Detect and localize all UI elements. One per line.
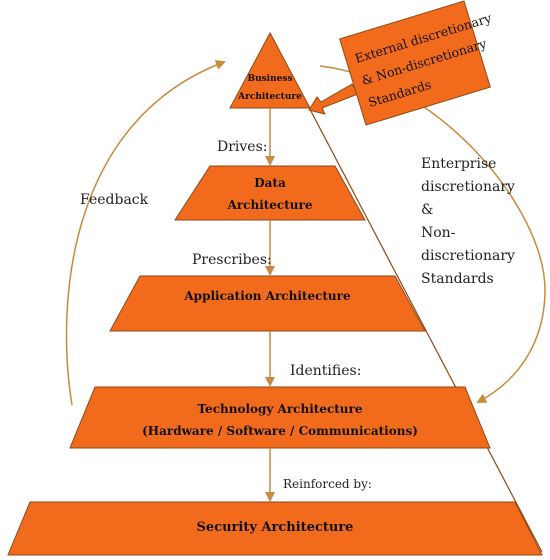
prescribes-label: Prescribes: [192, 252, 272, 268]
enterprise-line-2: discretionary [421, 179, 515, 195]
identifies-label: Identifies: [290, 363, 362, 379]
data-architecture-label: Data Architecture [210, 172, 330, 216]
feedback-arrow [65, 60, 226, 406]
security-architecture-label: Security Architecture [196, 520, 354, 535]
data-line-1: Data [254, 176, 286, 190]
reinforced-label: Reinforced by: [283, 477, 372, 491]
technology-line-2: (Hardware / Software / Communications) [142, 424, 418, 438]
business-line-2: Architecture [238, 92, 302, 102]
external-standards-box: External discretionary & Non-discretiona… [339, 0, 494, 126]
technology-architecture-shape [69, 386, 491, 449]
data-line-2: Architecture [227, 198, 313, 212]
business-architecture-label: Business Architecture [234, 70, 306, 106]
application-architecture-label: Application Architecture [184, 289, 351, 303]
technology-architecture-label: Technology Architecture (Hardware / Soft… [70, 398, 490, 442]
feedback-label: Feedback [80, 192, 149, 208]
enterprise-line-1: Enterprise [421, 156, 497, 172]
enterprise-line-4: Non-discretionary [421, 225, 515, 264]
business-line-1: Business [247, 74, 293, 84]
application-architecture-shape [109, 275, 426, 332]
pyramid-outline-right [269, 32, 543, 553]
external-standards-arrow [308, 83, 359, 115]
security-architecture-shape [7, 501, 543, 556]
technology-line-1: Technology Architecture [197, 402, 363, 416]
drives-label: Drives: [217, 139, 268, 155]
enterprise-line-3: & [421, 202, 434, 218]
enterprise-line-5: Standards [421, 271, 494, 287]
data-architecture-shape [174, 165, 366, 221]
enterprise-standards-label: Enterprise discretionary & Non-discretio… [421, 153, 549, 291]
